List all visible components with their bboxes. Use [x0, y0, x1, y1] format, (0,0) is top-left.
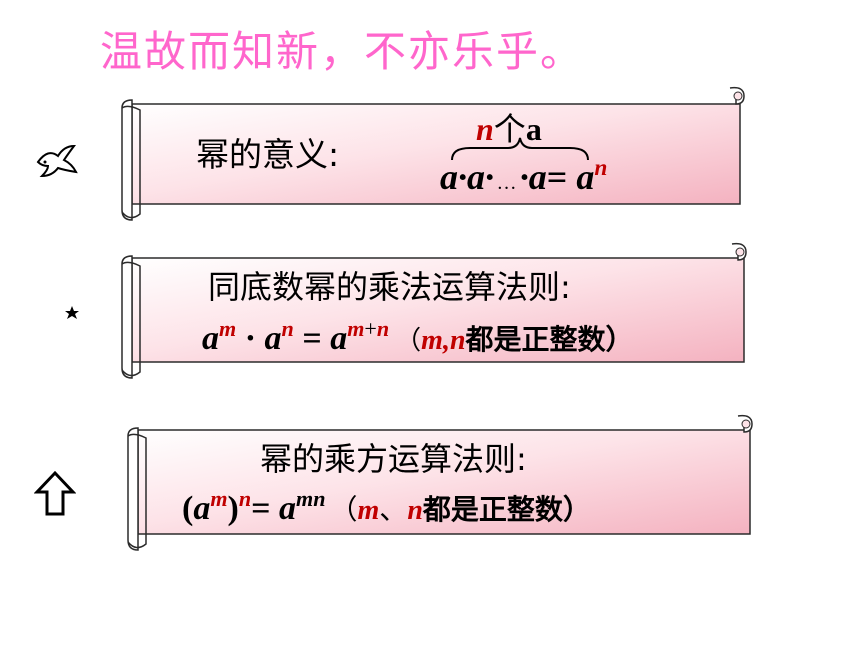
overbrace [451, 137, 589, 161]
n-count-label: n个a [476, 104, 542, 150]
power-rule-title: 幂的乘方运算法则: [260, 440, 527, 478]
condition-variables: m,n [421, 325, 466, 356]
scroll-1 [121, 86, 745, 221]
formula-equals: = [251, 490, 280, 527]
formula-paren-right: ) [227, 490, 239, 527]
formula-a-2: a [279, 490, 297, 527]
condition-var-m: m [357, 495, 380, 526]
power-definition-formula: a·a·…·a= an [440, 156, 607, 198]
seq-dot-3: · [519, 157, 529, 197]
formula-exp-n-2: n [376, 315, 390, 341]
formula-equals: = [293, 320, 331, 357]
formula-a-1: a [193, 490, 211, 527]
ge-classifier: 个 [493, 110, 526, 148]
n-variable: n [476, 111, 494, 147]
seq-a-3: a [528, 157, 547, 197]
formula-exp-m-1: m [219, 315, 237, 341]
result-exponent: n [594, 154, 608, 181]
formula-exp-m-2: m [347, 315, 365, 341]
power-meaning-label: 幂的意义: [196, 135, 340, 174]
seq-ellipsis: … [498, 172, 516, 194]
formula-exp-mn: mn [296, 485, 326, 511]
formula-exp-n: n [238, 485, 252, 511]
formula-a-3: a [330, 320, 348, 357]
a-base: a [525, 111, 542, 147]
condition-text: 都是正整数） [465, 323, 634, 356]
result-base: a [576, 157, 595, 197]
formula-exp-m: m [210, 485, 228, 511]
formula-dot: · [236, 320, 265, 357]
scroll-2 [121, 242, 747, 379]
condition-paren-open: （ [395, 326, 422, 356]
formula-exp-plus: + [364, 315, 377, 341]
seq-a-1: a [440, 157, 458, 197]
product-rule-formula: am · an = am+n（m,n都是正整数） [202, 315, 634, 358]
seq-a-2: a [467, 157, 485, 197]
seq-dot-1: · [458, 157, 467, 197]
formula-a-2: a [264, 320, 282, 357]
equals-sign: = [546, 157, 568, 197]
up-arrow-icon [33, 470, 77, 522]
condition-paren-open: （ [329, 493, 358, 526]
formula-exp-n-1: n [281, 315, 294, 341]
condition-var-n: n [407, 495, 423, 526]
condition-separator: 、 [379, 493, 408, 526]
product-rule-title: 同底数幂的乘法运算法则: [208, 268, 571, 306]
crescent-star-icon [36, 292, 82, 336]
scroll-3 [127, 414, 753, 551]
dove-icon [34, 142, 78, 186]
formula-a-1: a [202, 320, 219, 357]
seq-dot-2: · [485, 157, 494, 197]
page-title: 温故而知新，不亦乐乎。 [100, 27, 585, 76]
condition-text: 都是正整数） [422, 493, 591, 526]
power-rule-formula: (am)n= amn（m、n都是正整数） [182, 485, 591, 528]
formula-paren-left: ( [182, 490, 194, 527]
